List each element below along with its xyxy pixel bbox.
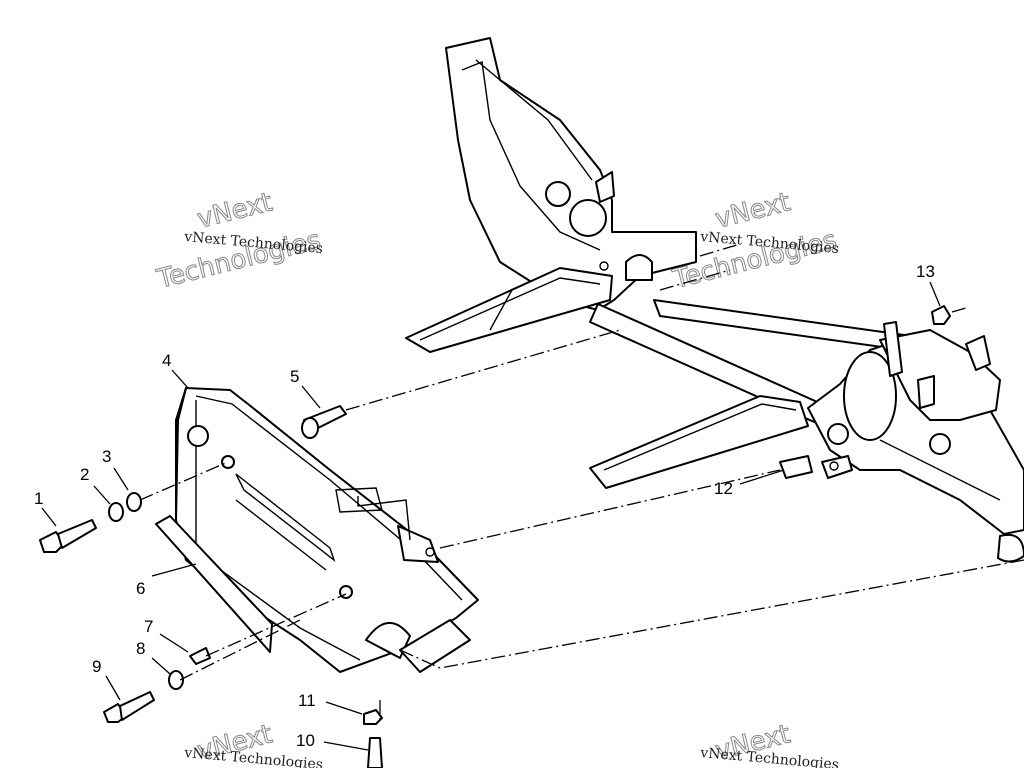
guard-hole	[187, 425, 209, 447]
callout-6: 6	[136, 579, 145, 598]
strip-part-6	[155, 515, 273, 653]
washer-part-8	[168, 670, 184, 690]
watermark-big-1: vNext	[194, 187, 275, 234]
pin-part-5	[301, 405, 347, 439]
upright-bracket	[445, 37, 697, 311]
pivot-cylinder	[843, 351, 897, 441]
watermark-big-1: vNext	[712, 187, 793, 234]
callout-12: 12	[714, 479, 733, 498]
guard-flange	[397, 525, 439, 563]
callout-7: 7	[144, 617, 153, 636]
mount-hole	[569, 199, 607, 237]
callout-11: 11	[298, 691, 316, 710]
bolt-part-9	[103, 691, 155, 723]
callout-1: 1	[34, 489, 43, 508]
callout-5: 5	[290, 367, 299, 386]
guard-hole	[221, 455, 235, 469]
bolt-part-1	[39, 519, 97, 553]
callout-13: 13	[916, 262, 935, 281]
saddle-cutout	[625, 254, 653, 281]
screw-part-10	[367, 737, 383, 768]
lockwasher-part-2	[108, 502, 124, 522]
callout-8: 8	[136, 639, 145, 658]
guard-part-4	[175, 387, 479, 673]
cap-part-7	[189, 647, 211, 665]
nut-part-13	[931, 305, 951, 325]
callout-4: 4	[162, 351, 171, 370]
upper-footrest	[405, 267, 613, 353]
callouts: 1 2 3 4 5 6 7 8 9 10 11 12 13	[34, 262, 941, 751]
callout-10: 10	[296, 731, 315, 750]
tab	[883, 321, 903, 377]
frame-assembly	[405, 37, 1024, 563]
bracket-tab	[821, 455, 853, 479]
mount-hole	[827, 423, 849, 445]
washer-part-3	[126, 492, 142, 512]
callout-3: 3	[102, 447, 111, 466]
mount-hole	[545, 181, 571, 207]
mount-hole	[929, 433, 951, 455]
assembly-lines	[139, 243, 1024, 722]
callout-9: 9	[92, 657, 101, 676]
callout-2: 2	[80, 465, 89, 484]
guard-recess	[365, 621, 411, 659]
nut-part-11	[363, 709, 383, 725]
watermark-bottom-right: vNext vNext Technologies	[699, 719, 840, 768]
lower-footrest	[589, 395, 809, 489]
watermark-top-left: vNext Technologies vNext Technologies	[153, 187, 324, 296]
bracket-tab-part-12	[779, 455, 813, 479]
